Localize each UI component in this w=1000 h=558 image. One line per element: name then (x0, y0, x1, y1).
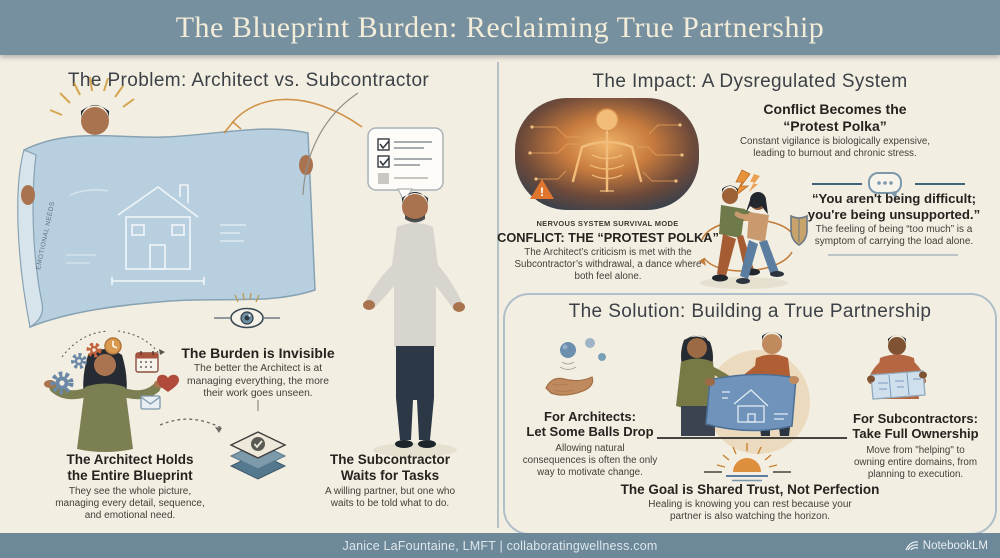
eye-icon (214, 292, 280, 329)
conflict-becomes-body: Constant vigilance is biologically expen… (739, 136, 931, 159)
notebooklm-brand: NotebookLM (905, 533, 988, 558)
checklist-bubble-icon (367, 127, 444, 205)
protest-polka-illustration (699, 169, 808, 289)
goal-heading: The Goal is Shared Trust, Not Perfection (620, 482, 880, 497)
notebooklm-logo (905, 540, 918, 550)
architects-heading: For Architects: Let Some Balls Drop (526, 409, 654, 440)
sun-rays-icon (49, 76, 135, 116)
goal-body: Healing is knowing you can rest because … (648, 499, 852, 523)
conflict-becomes-heading: Conflict Becomes the “Protest Polka” (763, 101, 907, 134)
nervous-label: NERVOUS SYSTEM SURVIVAL MODE (536, 219, 679, 228)
subcontractor-heading: The Subcontractor Waits for Tasks (329, 452, 450, 483)
warning-icon: ! (530, 179, 554, 199)
heart-icon (157, 374, 179, 392)
quote-body: The feeling of being “too much” is a sym… (814, 224, 974, 248)
shield-icon (790, 214, 808, 246)
layers-check-icon (229, 400, 287, 480)
clock-icon (104, 337, 122, 355)
envelope-icon (140, 395, 161, 410)
footer-credit: Janice LaFountaine, LMFT | collaborating… (342, 538, 658, 553)
subcontractor-figure (363, 192, 465, 457)
footer-bar: Janice LaFountaine, LMFT | collaborating… (0, 533, 1000, 558)
problem-title: The Problem: Architect vs. Subcontractor (67, 70, 430, 91)
ground-line (657, 437, 847, 439)
cycle-arrow (701, 219, 795, 241)
architects-body: Allowing natural consequences is often t… (522, 443, 658, 478)
conflict-body: The Architect’s criticism is met with th… (514, 247, 702, 282)
architect-heading: The Architect Holds the Entire Blueprint (66, 452, 194, 483)
quote-heading: “You aren't being difficult; you're bein… (807, 191, 981, 222)
quote-divider-left (812, 183, 862, 185)
blueprint-icon: EMOTIONAL NEEDS (17, 128, 316, 329)
notebooklm-label: NotebookLM (922, 539, 988, 552)
ownership-map-illustration (867, 335, 927, 400)
shared-blueprint-illustration (676, 332, 810, 454)
impact-title: The Impact: A Dysregulated System (592, 71, 908, 92)
gear-icon (50, 342, 102, 395)
page-title: The Blueprint Burden: Reclaiming True Pa… (175, 11, 825, 44)
nervous-system-illustration: ! (515, 98, 699, 210)
architect-figure (44, 349, 166, 452)
sunrise-icon (704, 443, 791, 482)
connector-line (231, 98, 363, 128)
curve-line (302, 92, 359, 196)
svg-text:!: ! (540, 185, 544, 199)
juggling-balls-icon (545, 338, 606, 396)
subcontractor-body: A willing partner, but one who waits to … (324, 486, 456, 510)
speech-bubble-icon (868, 172, 902, 199)
problem-illustration: EMOTIONAL NEEDS (17, 76, 465, 480)
solution-title: The Solution: Building a True Partnershi… (568, 301, 932, 322)
architect-body: They see the whole picture, managing eve… (55, 486, 205, 522)
title-banner: The Blueprint Burden: Reclaiming True Pa… (0, 0, 1000, 55)
burden-heading: The Burden is Invisible (181, 345, 335, 361)
quote-divider-right (915, 183, 965, 185)
quote-underline (828, 254, 958, 256)
burden-body: The better the Architect is at managing … (187, 363, 329, 400)
dashed-arrow (159, 418, 223, 429)
subcontractors-heading: For Subcontractors: Take Full Ownership (852, 411, 979, 442)
calendar-icon (135, 351, 159, 373)
subcontractors-body: Move from "helping" to owning entire dom… (853, 445, 978, 480)
conflict-heading: CONFLICT: THE “PROTEST POLKA” (497, 230, 719, 245)
vertical-divider (497, 62, 499, 528)
